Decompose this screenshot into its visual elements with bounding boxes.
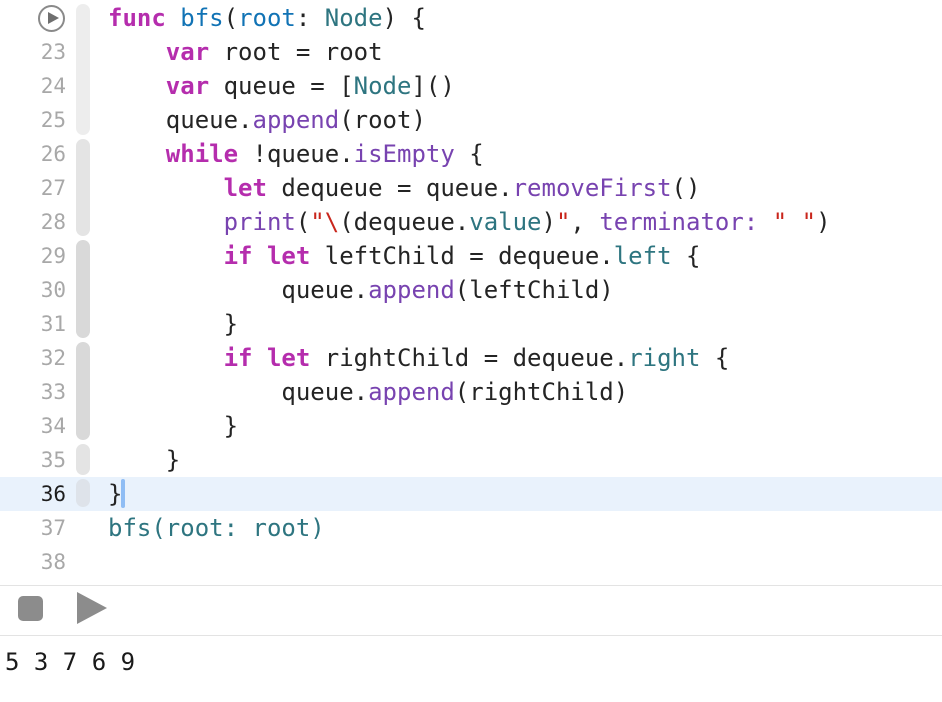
code-line-27[interactable]: 27 let dequeue = queue.removeFirst() [0,171,942,205]
run-region-strip [76,342,90,440]
code-editor[interactable]: func bfs(root: Node) { 23 var root = root… [0,0,942,585]
code-line-37[interactable]: 37 bfs(root: root) [0,511,942,545]
code-text: } [108,480,123,508]
line-number[interactable]: 38 [40,550,66,574]
line-number[interactable]: 27 [40,176,66,200]
line-number[interactable]: 26 [40,142,66,166]
execution-toolbar [0,585,942,636]
stop-button[interactable] [18,596,43,621]
code-text: var root = root [165,38,383,66]
line-number[interactable]: 30 [40,278,66,302]
run-region-strip [76,139,90,236]
code-line-29[interactable]: 29 if let leftChild = dequeue.left { [0,239,942,273]
code-text: } [108,310,239,338]
code-line-35[interactable]: 35 } [0,443,942,477]
run-region-strip [76,240,90,338]
code-line[interactable]: func bfs(root: Node) { [0,1,942,35]
code-text: queue.append(root) [108,106,426,134]
line-number[interactable]: 25 [40,108,66,132]
code-line-28[interactable]: 28 print("\(dequeue.value)", terminator:… [0,205,942,239]
line-number[interactable]: 31 [40,312,66,336]
line-number[interactable]: 28 [40,210,66,234]
code-text: if let leftChild = dequeue.left { [223,242,701,270]
code-text: var queue = [Node]() [165,72,455,100]
run-region-strip [76,444,90,475]
code-line-36[interactable]: 36} [0,477,942,511]
code-line-25[interactable]: 25 queue.append(root) [0,103,942,137]
line-number[interactable]: 35 [40,448,66,472]
code-line-31[interactable]: 31 } [0,307,942,341]
line-number[interactable]: 32 [40,346,66,370]
code-line-32[interactable]: 32 if let rightChild = dequeue.right { [0,341,942,375]
current-line-highlight [0,477,942,511]
code-text: bfs(root: root) [108,514,325,542]
line-number[interactable]: 33 [40,380,66,404]
play-triangle-glyph [48,12,59,24]
code-text: while !queue.isEmpty { [165,140,484,168]
code-text: let dequeue = queue.removeFirst() [223,174,701,202]
code-line-38[interactable]: 38 [0,545,942,579]
line-number[interactable]: 34 [40,414,66,438]
code-text: print("\(dequeue.value)", terminator: " … [223,208,831,236]
code-text: } [108,412,239,440]
code-text: if let rightChild = dequeue.right { [223,344,730,372]
text-cursor [121,479,125,508]
play-circle-icon[interactable] [38,5,65,32]
line-number[interactable]: 24 [40,74,66,98]
code-text: func bfs(root: Node) { [108,4,426,32]
code-text: queue.append(leftChild) [108,276,614,304]
code-line-24[interactable]: 24 var queue = [Node]() [0,69,942,103]
run-button[interactable] [77,592,107,624]
console-output: 5 3 7 6 9 [5,648,136,676]
code-line-33[interactable]: 33 queue.append(rightChild) [0,375,942,409]
code-line-34[interactable]: 34 } [0,409,942,443]
run-region-strip [76,479,90,507]
code-text: queue.append(rightChild) [108,378,629,406]
line-number[interactable]: 36 [40,482,66,506]
line-number[interactable]: 37 [40,516,66,540]
code-line-26[interactable]: 26 while !queue.isEmpty { [0,137,942,171]
code-text: } [108,446,181,474]
console-panel: 5 3 7 6 9 [0,636,942,702]
code-line-30[interactable]: 30 queue.append(leftChild) [0,273,942,307]
line-number[interactable]: 29 [40,244,66,268]
line-number[interactable]: 23 [40,40,66,64]
code-line-23[interactable]: 23 var root = root [0,35,942,69]
run-region-strip [76,4,90,135]
